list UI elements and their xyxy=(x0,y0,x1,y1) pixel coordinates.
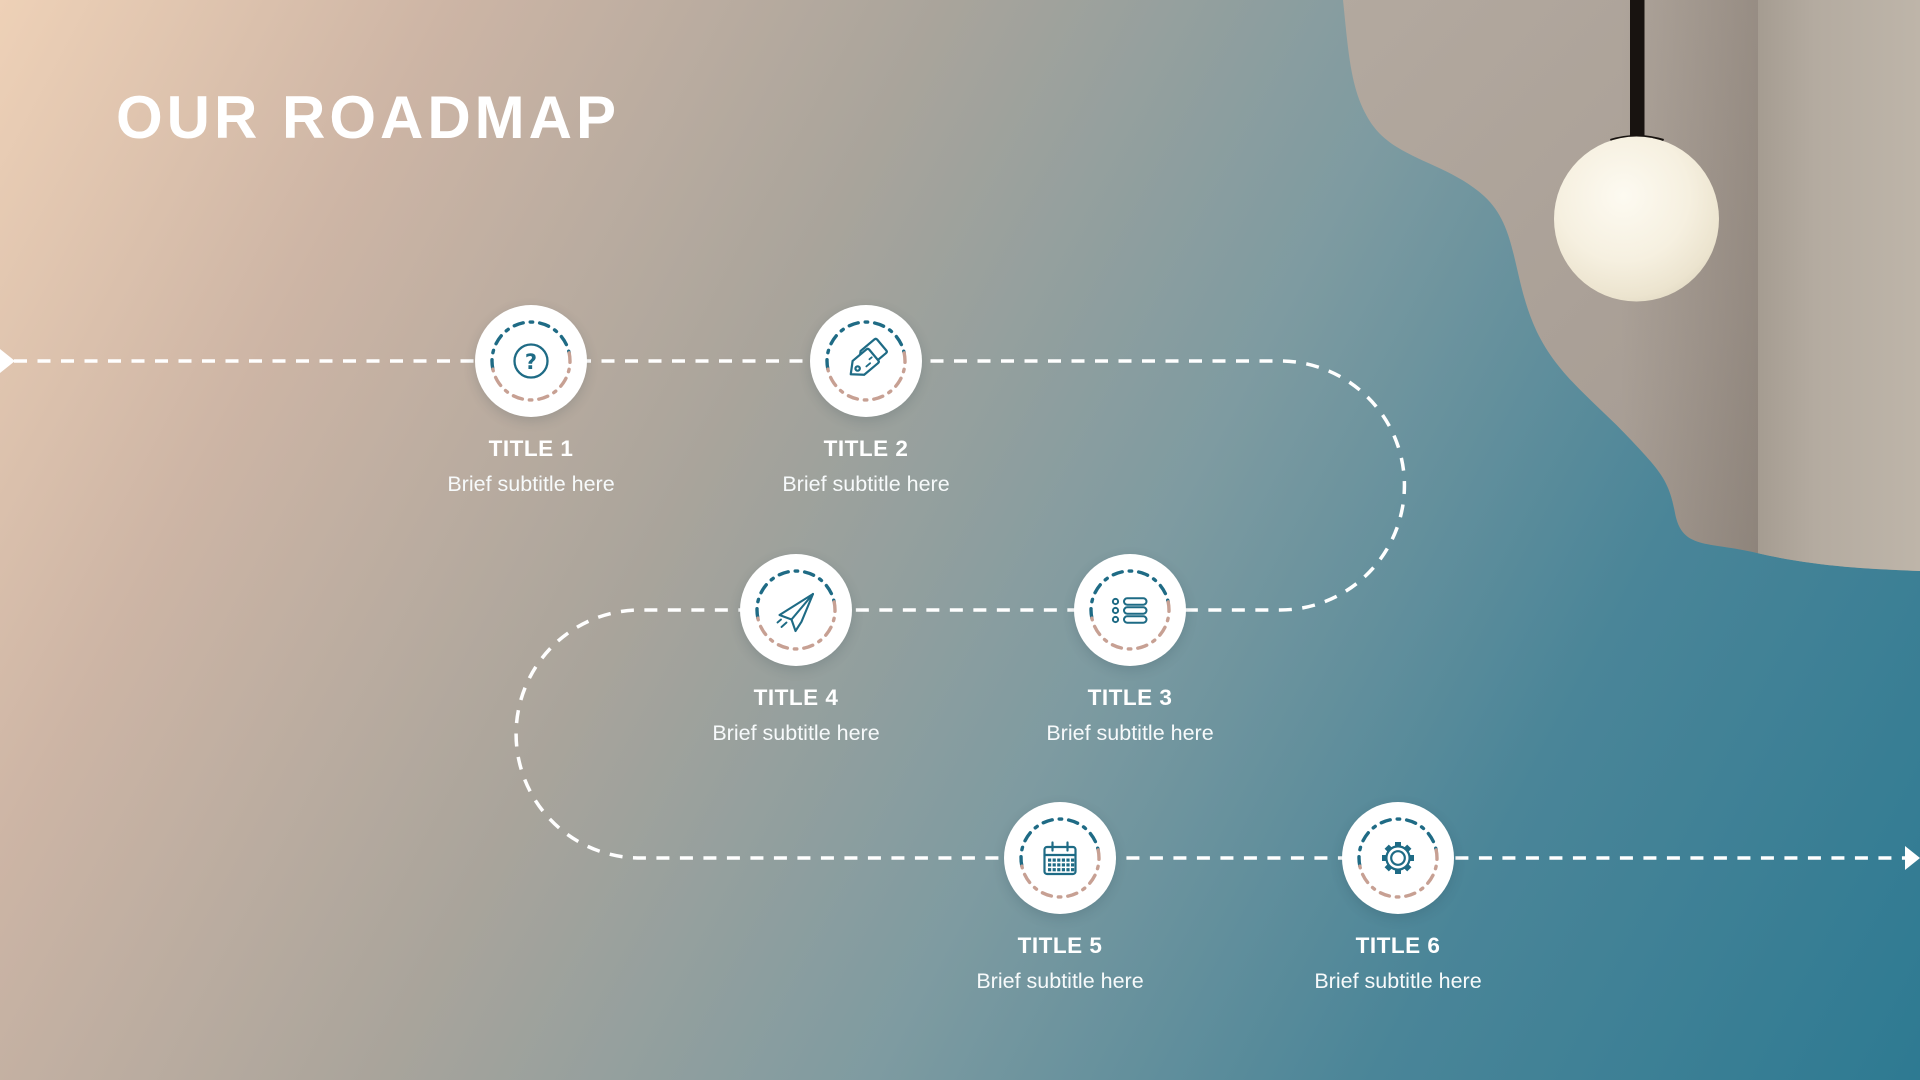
milestone-title: TITLE 5 xyxy=(1017,933,1103,958)
milestone-subtitle: Brief subtitle here xyxy=(782,471,950,496)
pendant-lamp xyxy=(1554,0,1719,302)
svg-text:?: ? xyxy=(525,350,537,374)
route-end-arrow-icon xyxy=(1905,846,1920,870)
milestone-subtitle: Brief subtitle here xyxy=(1046,720,1214,745)
milestone-label-4: TITLE 4 Brief subtitle here xyxy=(626,685,966,745)
calendar-icon xyxy=(1043,841,1077,876)
milestone-title: TITLE 6 xyxy=(1355,933,1441,958)
question-icon: ? xyxy=(513,343,549,379)
dashed-ring xyxy=(490,320,572,402)
dashed-ring xyxy=(1357,817,1439,899)
milestone-label-6: TITLE 6 Brief subtitle here xyxy=(1228,933,1568,993)
milestone-node-2 xyxy=(810,305,922,417)
milestone-subtitle: Brief subtitle here xyxy=(976,968,1144,993)
milestone-label-3: TITLE 3 Brief subtitle here xyxy=(960,685,1300,745)
milestone-subtitle: Brief subtitle here xyxy=(712,720,880,745)
dashed-ring xyxy=(755,569,837,651)
dashed-ring xyxy=(1019,817,1101,899)
page-title: OUR ROADMAP xyxy=(116,84,620,151)
milestone-subtitle: Brief subtitle here xyxy=(1314,968,1482,993)
dashed-ring xyxy=(1089,569,1171,651)
milestone-title: TITLE 4 xyxy=(753,685,839,710)
paper-plane-icon xyxy=(776,592,815,633)
milestone-title: TITLE 1 xyxy=(488,436,574,461)
milestone-node-1: ? xyxy=(475,305,587,417)
gear-icon xyxy=(1382,842,1414,874)
price-tags-icon xyxy=(849,337,888,376)
bullet-list-icon xyxy=(1111,597,1148,624)
milestone-label-5: TITLE 5 Brief subtitle here xyxy=(890,933,1230,993)
milestone-node-3 xyxy=(1074,554,1186,666)
milestone-node-5 xyxy=(1004,802,1116,914)
milestone-title: TITLE 2 xyxy=(823,436,909,461)
milestone-label-1: TITLE 1 Brief subtitle here xyxy=(361,436,701,496)
dashed-ring xyxy=(825,320,907,402)
milestone-node-4 xyxy=(740,554,852,666)
milestone-title: TITLE 3 xyxy=(1087,685,1173,710)
route-start-arrow-icon xyxy=(0,349,15,373)
milestone-node-6 xyxy=(1342,802,1454,914)
milestone-label-2: TITLE 2 Brief subtitle here xyxy=(696,436,1036,496)
roadmap-route-path xyxy=(14,359,1906,860)
milestone-subtitle: Brief subtitle here xyxy=(447,471,615,496)
